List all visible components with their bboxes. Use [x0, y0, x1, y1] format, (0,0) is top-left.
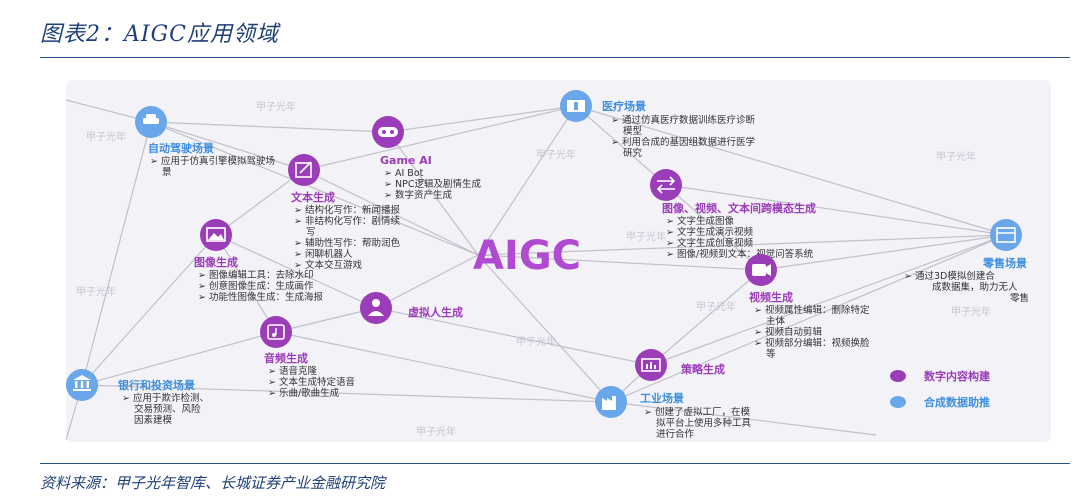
node-item: ➢ 文字生成演示视频 — [666, 226, 753, 238]
node-title: 自动驾驶场景 — [148, 141, 214, 155]
node-item: ➢ 应用于欺诈检测、 — [122, 392, 209, 404]
node-title: 医疗场景 — [602, 99, 646, 113]
top-divider — [40, 57, 1070, 58]
node-text: 文本生成 ➢ 结构化写作：新闻播报 ➢ 非结构化写作：剧情续 写 ➢ 辅助性写作… — [288, 154, 400, 271]
node-title: 图像、视频、文本间跨模态生成 — [662, 201, 816, 215]
node-item: ➢ 图像/视频到文本：视觉问答系统 — [666, 248, 814, 260]
node-item: ➢ 图像编辑工具：去除水印 — [198, 269, 314, 281]
node-title: 图像生成 — [194, 255, 238, 269]
swap-icon — [650, 169, 682, 201]
page-title: 图表2：AIGC应用领域 — [40, 22, 279, 47]
node-item: ➢ 闲聊机器人 — [294, 248, 353, 260]
watermark-text: 甲子光年 — [696, 300, 736, 313]
node-item: ➢ 数字资产生成 — [384, 189, 452, 201]
node-industry: 工业场景 ➢ 创建了虚拟工厂，在模 拟平台上使用多种工具 进行合作 — [595, 386, 752, 440]
node-item: ➢ 视频属性编辑：删除特定 — [754, 304, 870, 316]
bottom-divider — [40, 463, 1070, 464]
node-item: ➢ AI Bot — [384, 168, 424, 179]
node-title: 文本生成 — [291, 190, 335, 204]
node-item: ➢ 文字生成创意视频 — [666, 237, 753, 249]
node-item: 拟平台上使用多种工具 — [656, 417, 752, 429]
node-item: ➢ 语音克隆 — [268, 365, 317, 377]
node-item: ➢ 文本生成特定语音 — [268, 376, 355, 388]
node-retail: 零售场景 ➢ 通过3D模拟创建合 成数据集，助力无人 零售 — [904, 219, 1029, 304]
legend-label: 合成数据助推 — [924, 395, 990, 409]
node-item: ➢ 视频自动剪辑 — [754, 326, 822, 338]
node-title: 银行和投资场景 — [118, 378, 195, 392]
node-video: 视频生成 ➢ 视频属性编辑：删除特定 主体 ➢ 视频自动剪辑 ➢ 视频部分编辑：… — [745, 254, 870, 360]
watermark-text: 甲子光年 — [626, 230, 666, 243]
person-icon — [360, 292, 392, 324]
node-item: ➢ 应用于仿真引擎模拟驾驶场 — [150, 155, 275, 167]
legend-swatch-blue — [890, 396, 906, 408]
watermark-text: 甲子光年 — [256, 100, 296, 113]
node-item: 进行合作 — [656, 428, 695, 440]
node-item: ➢ NPC逻辑及剧情生成 — [384, 178, 481, 190]
node-bank: 银行和投资场景 ➢ 应用于欺诈检测、 交易预测、风险 因素建模 — [66, 369, 209, 426]
node-title: 策略生成 — [680, 362, 725, 376]
node-item: 因素建模 — [134, 414, 173, 426]
node-item: 模型 — [623, 125, 643, 137]
watermark-text: 甲子光年 — [76, 285, 116, 298]
node-autodrive: 自动驾驶场景 ➢ 应用于仿真引擎模拟驾驶场 景 — [135, 106, 275, 178]
node-virtual: 虚拟人生成 — [360, 292, 463, 324]
aigc-diagram: 甲子光年 甲子光年 甲子光年 甲子光年 甲子光年 甲子光年 甲子光年 甲子光年 … — [65, 90, 1029, 441]
watermark-text: 甲子光年 — [536, 148, 576, 161]
node-item: ➢ 利用合成的基因组数据进行医学 — [611, 136, 755, 148]
watermark-text: 甲子光年 — [86, 130, 126, 143]
node-item: ➢ 乐曲/歌曲生成 — [268, 387, 340, 399]
node-audio: 音频生成 ➢ 语音克隆 ➢ 文本生成特定语音 ➢ 乐曲/歌曲生成 — [260, 316, 355, 399]
legend-swatch-purple — [890, 370, 906, 382]
node-title: 音频生成 — [264, 351, 308, 365]
watermark-text: 甲子光年 — [936, 150, 976, 163]
watermark-text: 甲子光年 — [951, 305, 991, 318]
node-item: ➢ 通过仿真医疗数据训练医疗诊断 — [611, 114, 755, 126]
node-title: Game AI — [380, 154, 432, 167]
node-title: 零售场景 — [982, 256, 1027, 270]
node-item: 等 — [766, 348, 776, 360]
node-strategy: 策略生成 — [635, 349, 725, 381]
node-item: ➢ 视频部分编辑：视频换脸 — [754, 337, 870, 349]
node-gameai: Game AI ➢ AI Bot ➢ NPC逻辑及剧情生成 ➢ 数字资产生成 — [372, 116, 481, 201]
node-item: 零售 — [1010, 292, 1029, 304]
watermarks: 甲子光年 甲子光年 甲子光年 甲子光年 甲子光年 甲子光年 甲子光年 甲子光年 … — [76, 100, 991, 438]
node-item: ➢ 文本交互游戏 — [294, 259, 362, 271]
node-item: 主体 — [766, 315, 786, 327]
node-item: 交易预测、风险 — [134, 403, 201, 415]
node-item: 写 — [306, 227, 316, 238]
node-title: 视频生成 — [749, 290, 793, 304]
legend-label: 数字内容构建 — [924, 369, 991, 383]
node-item: ➢ 辅助性写作：帮助润色 — [294, 237, 400, 249]
node-item: 研究 — [623, 147, 643, 159]
diagram-panel: 甲子光年 甲子光年 甲子光年 甲子光年 甲子光年 甲子光年 甲子光年 甲子光年 … — [65, 80, 1051, 442]
node-image: 图像生成 ➢ 图像编辑工具：去除水印 ➢ 创意图像生成：生成画作 ➢ 功能性图像… — [194, 219, 323, 303]
node-medical: 医疗场景 ➢ 通过仿真医疗数据训练医疗诊断 模型 ➢ 利用合成的基因组数据进行医… — [560, 90, 755, 159]
aigc-center-label: AIGC — [473, 233, 581, 279]
connection-lines — [65, 99, 1007, 441]
node-item: 成数据集，助力无人 — [932, 281, 1018, 293]
node-item: ➢ 通过3D模拟创建合 — [904, 270, 995, 282]
store-icon — [990, 219, 1022, 251]
watermark-text: 甲子光年 — [416, 425, 456, 438]
source-note: 资料来源：甲子光年智库、长城证券产业金融研究院 — [40, 474, 386, 492]
node-crossmodal: 图像、视频、文本间跨模态生成 ➢ 文字生成图像 ➢ 文字生成演示视频 ➢ 文字生… — [650, 169, 816, 260]
node-title: 虚拟人生成 — [408, 305, 463, 319]
node-title: 工业场景 — [640, 391, 684, 405]
node-item: ➢ 功能性图像生成：生成海报 — [198, 291, 323, 303]
node-item: ➢ 结构化写作：新闻播报 — [294, 204, 400, 216]
legend: 数字内容构建 合成数据助推 — [890, 369, 991, 409]
node-item: ➢ 非结构化写作：剧情续 — [294, 215, 400, 227]
node-item: 景 — [162, 167, 172, 178]
watermark-text: 甲子光年 — [516, 335, 556, 348]
node-item: ➢ 创建了虚拟工厂，在模 — [644, 406, 750, 418]
node-item: ➢ 文字生成图像 — [666, 215, 734, 227]
node-item: ➢ 创意图像生成：生成画作 — [198, 280, 314, 292]
